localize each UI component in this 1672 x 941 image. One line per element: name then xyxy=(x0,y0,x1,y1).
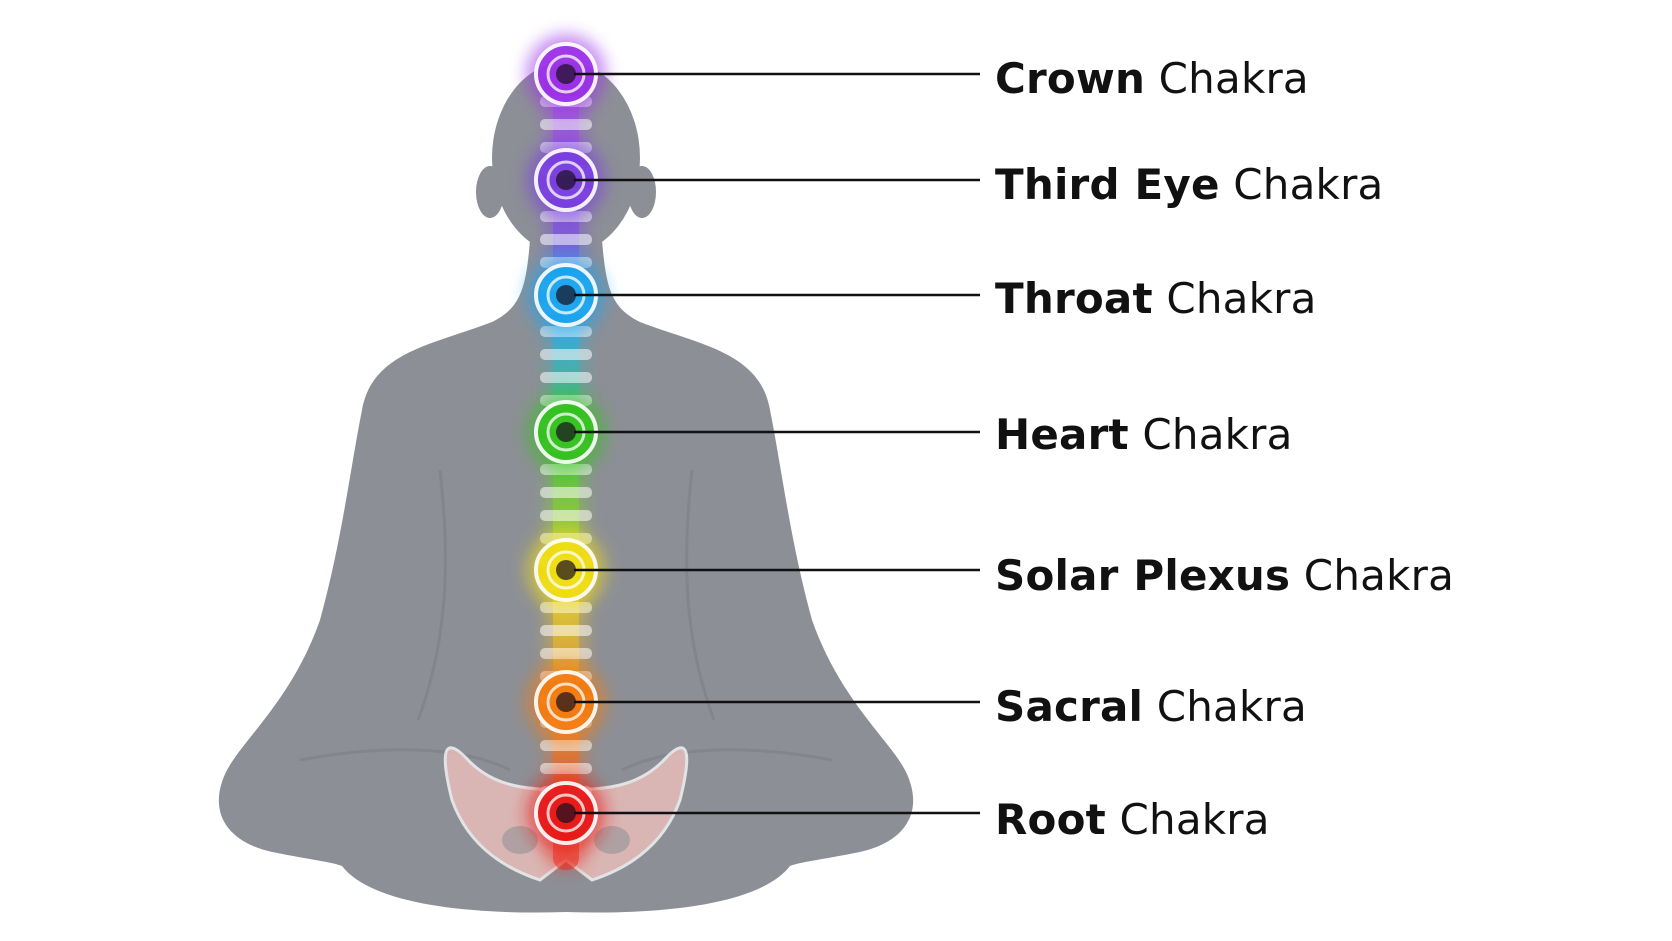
solar-plexus-chakra-label: Solar Plexus Chakra xyxy=(995,555,1454,597)
vertebra xyxy=(540,372,592,383)
solar-plexus-chakra-orb xyxy=(526,530,606,610)
vertebra xyxy=(540,648,592,659)
vertebra xyxy=(540,763,592,774)
heart-suffix: Chakra xyxy=(1142,410,1293,459)
vertebra xyxy=(540,349,592,360)
third-eye-suffix: Chakra xyxy=(1233,160,1384,209)
chakra-orbs xyxy=(526,34,606,853)
throat-suffix: Chakra xyxy=(1166,274,1317,323)
heart-chakra-orb xyxy=(526,392,606,472)
figure-shading xyxy=(299,469,833,772)
third-eye-chakra-orb xyxy=(526,140,606,220)
vertebra xyxy=(540,740,592,751)
sacral-chakra-label: Sacral Chakra xyxy=(995,686,1307,728)
sacral-suffix: Chakra xyxy=(1156,682,1307,731)
third-eye-chakra-label: Third Eye Chakra xyxy=(995,164,1383,206)
crown-chakra-orb xyxy=(526,34,606,114)
root-chakra-orb xyxy=(526,773,606,853)
crown-name: Crown xyxy=(995,54,1146,103)
throat-chakra-orb xyxy=(526,255,606,335)
heart-chakra-label: Heart Chakra xyxy=(995,414,1293,456)
vertebra xyxy=(540,234,592,245)
throat-name: Throat xyxy=(995,274,1153,323)
solar-plexus-suffix: Chakra xyxy=(1303,551,1455,600)
vertebra xyxy=(540,625,592,636)
sacral-chakra-orb xyxy=(526,662,606,742)
crown-suffix: Chakra xyxy=(1158,54,1309,103)
root-suffix: Chakra xyxy=(1119,795,1270,844)
sacral-name: Sacral xyxy=(995,682,1144,731)
vertebra xyxy=(540,510,592,521)
vertebra xyxy=(540,487,592,498)
third-eye-name: Third Eye xyxy=(995,160,1220,209)
root-name: Root xyxy=(995,795,1106,844)
heart-name: Heart xyxy=(995,410,1129,459)
throat-chakra-label: Throat Chakra xyxy=(995,278,1317,320)
vertebra xyxy=(540,119,592,130)
solar-plexus-name: Solar Plexus xyxy=(995,551,1291,600)
leader-lines xyxy=(574,72,980,815)
root-chakra-label: Root Chakra xyxy=(995,799,1270,841)
crown-chakra-label: Crown Chakra xyxy=(995,58,1309,100)
